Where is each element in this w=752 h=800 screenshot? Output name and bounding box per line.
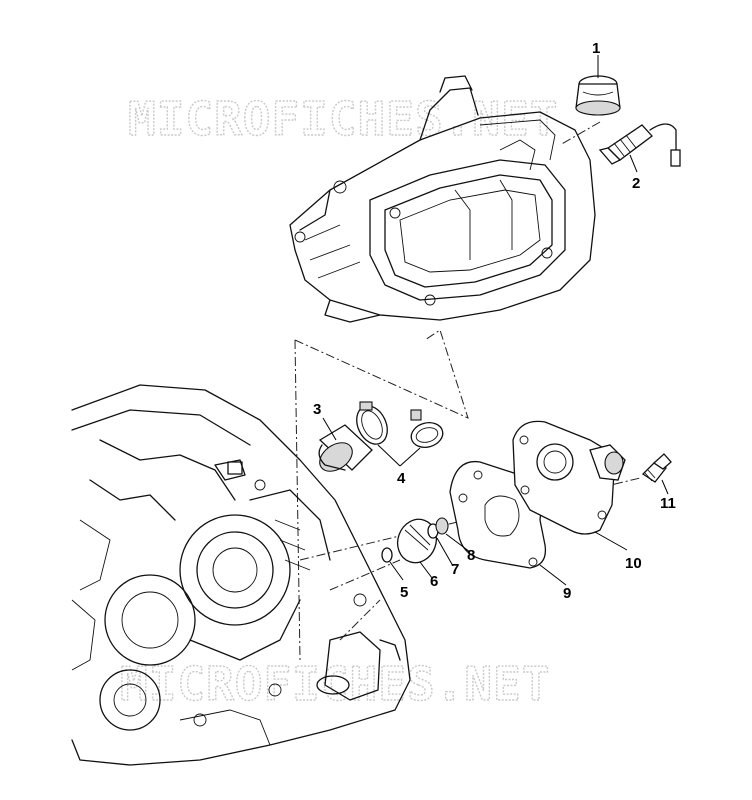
cylinder-head-assembly [289,75,596,323]
callout-4: 4 [397,470,406,487]
assembly-lines [294,121,641,661]
callout-8: 8 [467,547,475,564]
leader-lines [322,55,669,586]
callout-labels: 1 2 3 4 5 6 7 8 9 10 11 [313,40,676,602]
callout-9: 9 [563,585,571,602]
callout-6: 6 [430,573,438,590]
part-4-clamps [356,401,444,448]
callout-2: 2 [632,175,640,192]
callout-10: 10 [625,555,642,572]
part-2-sensor [598,123,681,167]
callout-1: 1 [592,40,600,57]
callout-3: 3 [313,401,321,418]
callout-7: 7 [451,561,459,578]
parts-5-to-8-impeller-group [381,517,449,564]
part-10-pump-cover [512,420,626,535]
watermark-top: MICROFICHES.NET [128,92,558,146]
part-11-bolt [641,453,672,483]
part-3-tube [318,424,373,472]
watermark-bottom: MICROFICHES.NET [120,657,550,711]
callout-5: 5 [400,584,408,601]
crankcase-assembly [71,384,411,766]
callout-11: 11 [660,495,676,512]
part-1-cap [575,75,621,116]
